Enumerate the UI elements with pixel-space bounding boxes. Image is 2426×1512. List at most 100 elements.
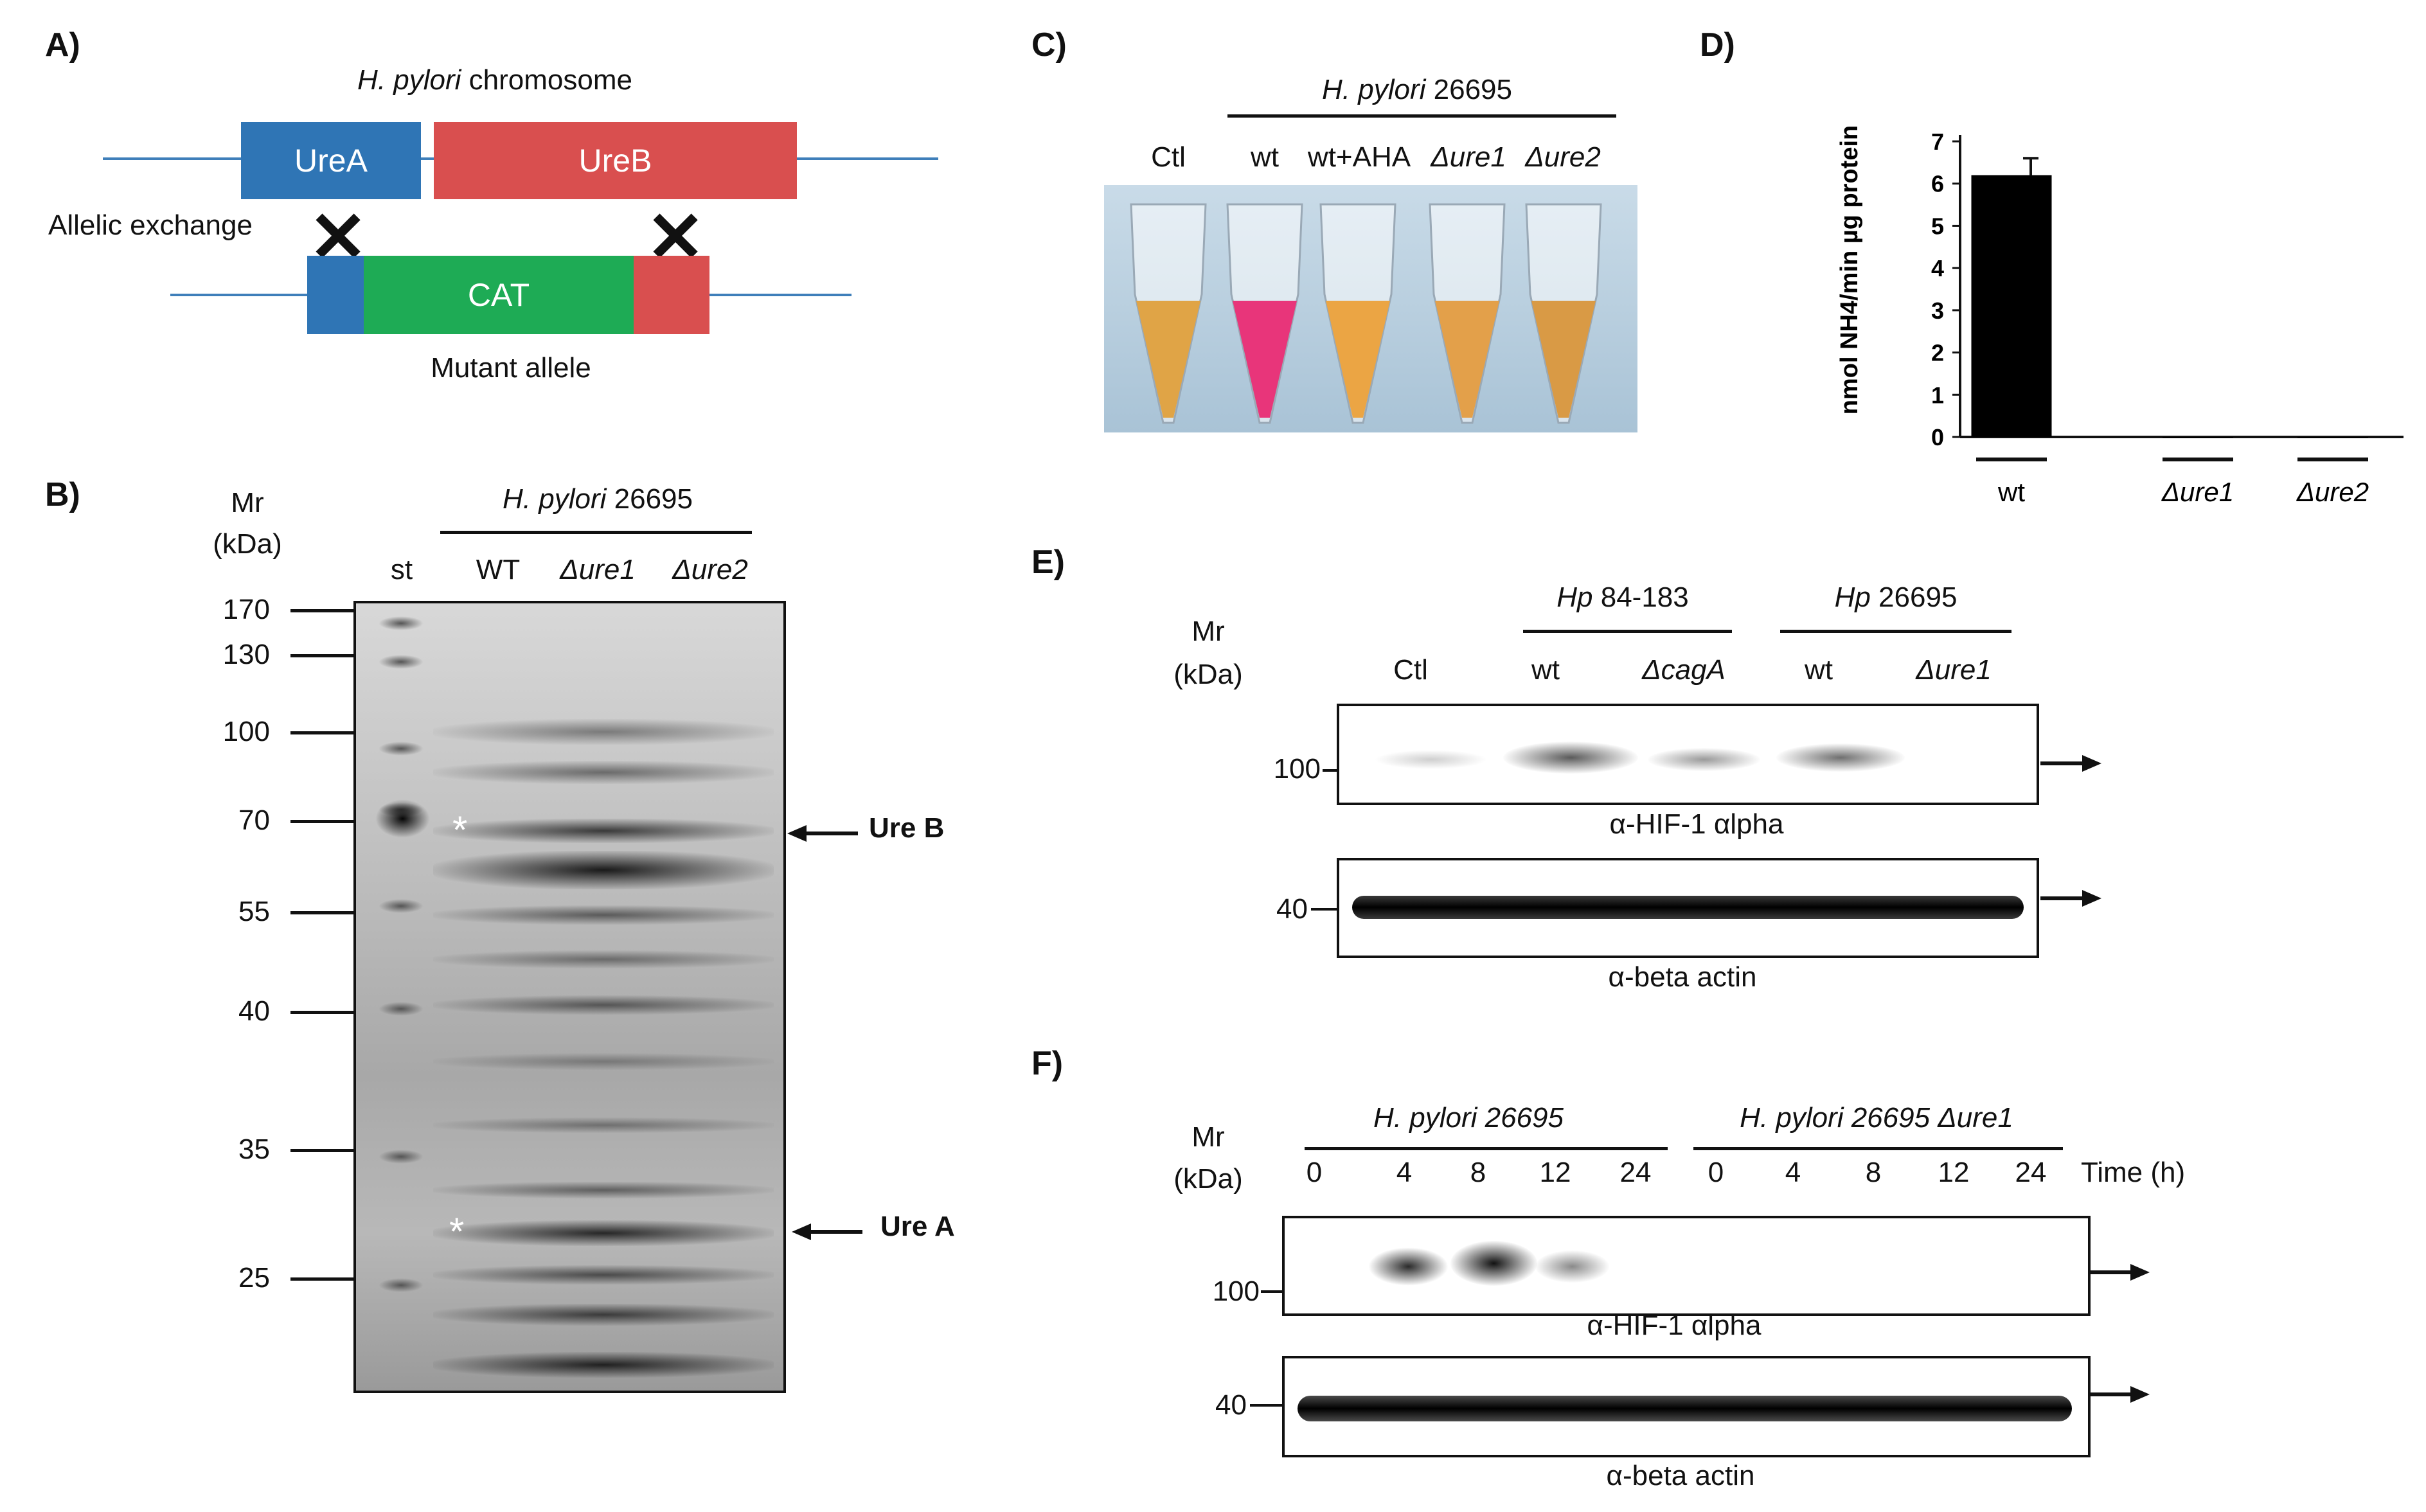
group-bracket-f1 (1305, 1147, 1668, 1150)
lane-dure2: Δure2 (672, 554, 748, 585)
mr-label: Mr (231, 487, 264, 519)
actin-arrow-e-icon (2040, 889, 2101, 911)
bar-0 (1971, 175, 2052, 437)
strain-label: H. pylori 26695 (503, 483, 693, 515)
cat-cassette: CAT (364, 256, 634, 334)
ladder-band (379, 1002, 424, 1016)
marker-tick-70 (290, 820, 353, 823)
marker-e-100: 100 (1273, 753, 1321, 785)
ladder-band (379, 1278, 424, 1292)
protein-band (433, 1053, 774, 1070)
y-tick-label: 5 (1931, 213, 1944, 239)
mr-label-e: Mr (1191, 616, 1225, 647)
ureb-label: Ure B (869, 812, 945, 844)
panel-b-label: B) (45, 476, 80, 513)
marker-tick-e-40 (1311, 908, 1342, 911)
lane-e-dcaga: ΔcagA (1642, 654, 1726, 686)
tube-label-dure2: Δure2 (1525, 141, 1601, 173)
sds-page-gel: * * (353, 601, 786, 1393)
strain-bracket (440, 531, 752, 534)
ureb-arrow-icon (787, 824, 858, 846)
hif-antibody-label-e: α-HIF-1 αlpha (1609, 808, 1784, 840)
y-tick-label: 3 (1931, 298, 1944, 324)
lane-dure1: Δure1 (560, 554, 636, 585)
y-tick-label: 0 (1931, 424, 1944, 450)
lane-st: st (390, 554, 413, 585)
actin-antibody-label-e: α-beta actin (1608, 961, 1757, 993)
marker-tick-e-100 (1323, 769, 1342, 772)
marker-tick-35 (290, 1149, 353, 1152)
timepoint-2: 8 (1470, 1157, 1486, 1188)
timepoint-4: 24 (1619, 1157, 1652, 1188)
urea-gene: UreA (241, 122, 421, 199)
marker-f-100: 100 (1212, 1276, 1260, 1307)
ureb-asterisk: * (452, 808, 468, 851)
protein-band (433, 851, 774, 889)
kda-label-f: (kDa) (1173, 1163, 1243, 1195)
timepoint-9: 24 (2015, 1157, 2047, 1188)
category-label-1: Δure1 (2161, 477, 2234, 507)
timepoint-8: 12 (1938, 1157, 1970, 1188)
protein-band (433, 1352, 774, 1378)
y-tick-label: 7 (1931, 129, 1944, 155)
timepoint-6: 4 (1785, 1157, 1801, 1188)
actin-blot-f (1282, 1356, 2091, 1457)
hif-antibody-label-f: α-HIF-1 αlpha (1587, 1310, 1762, 1341)
lane-wt: WT (476, 554, 521, 585)
lane-e-wt2: wt (1805, 654, 1833, 686)
marker-label-130: 130 (222, 639, 270, 670)
marker-tick-100 (290, 731, 353, 734)
marker-label-70: 70 (238, 805, 270, 836)
marker-label-35: 35 (238, 1134, 270, 1165)
ladder-band (379, 616, 424, 630)
group-bracket-f2 (1693, 1147, 2063, 1150)
marker-e-40: 40 (1276, 893, 1308, 925)
ureb-fragment (634, 256, 709, 334)
tube-label-wt-aha: wt+AHA (1307, 141, 1411, 173)
kda-label-e: (kDa) (1173, 659, 1243, 690)
urea-label: Ure A (880, 1211, 955, 1242)
timepoint-3: 12 (1539, 1157, 1571, 1188)
tube-liquid (1531, 301, 1596, 418)
hif-arrow-e-icon (2040, 754, 2101, 776)
urease-tube-photo (1104, 185, 1637, 432)
lane-e-ctl: Ctl (1393, 654, 1428, 686)
strain-label-c: H. pylori 26695 (1322, 74, 1512, 105)
hif-blot-f (1282, 1216, 2091, 1316)
protein-band (433, 995, 774, 1015)
group-label-f1: H. pylori 26695 (1373, 1102, 1564, 1134)
marker-label-100: 100 (222, 716, 270, 747)
marker-tick-25 (290, 1277, 353, 1281)
group-label-hp84: Hp 84-183 (1556, 582, 1689, 613)
ureb-gene: UreB (434, 122, 797, 199)
tube-liquid (1435, 301, 1499, 418)
timepoint-1: 4 (1396, 1157, 1413, 1188)
tube-liquid (1136, 301, 1200, 418)
mr-label-f: Mr (1191, 1121, 1225, 1153)
marker-label-25: 25 (238, 1262, 270, 1294)
marker-f-40: 40 (1215, 1389, 1247, 1421)
protein-band (433, 1182, 774, 1198)
bar-2 (2297, 437, 2368, 438)
urea-arrow-icon (792, 1222, 862, 1245)
timepoint-7: 8 (1865, 1157, 1882, 1188)
marker-label-40: 40 (238, 995, 270, 1027)
panel-d-label: D) (1700, 26, 1735, 64)
ladder-band (375, 799, 430, 838)
group-label-hp26695: Hp 26695 (1834, 582, 1958, 613)
ladder-band (379, 1150, 424, 1164)
urea-fragment (307, 256, 364, 334)
marker-tick-40 (290, 1011, 353, 1014)
tube-label-wt: wt (1251, 141, 1279, 173)
protein-band (433, 1117, 774, 1133)
timepoint-0: 0 (1306, 1157, 1323, 1188)
category-label-0: wt (1997, 477, 2025, 507)
marker-label-55: 55 (238, 896, 270, 927)
y-tick-label: 6 (1931, 171, 1944, 197)
protein-band (433, 1304, 774, 1326)
group-bracket-hp26695 (1780, 630, 2011, 633)
allelic-exchange-label: Allelic exchange (48, 209, 253, 241)
lane-e-dure1: Δure1 (1916, 654, 1992, 686)
marker-label-170: 170 (222, 594, 270, 625)
